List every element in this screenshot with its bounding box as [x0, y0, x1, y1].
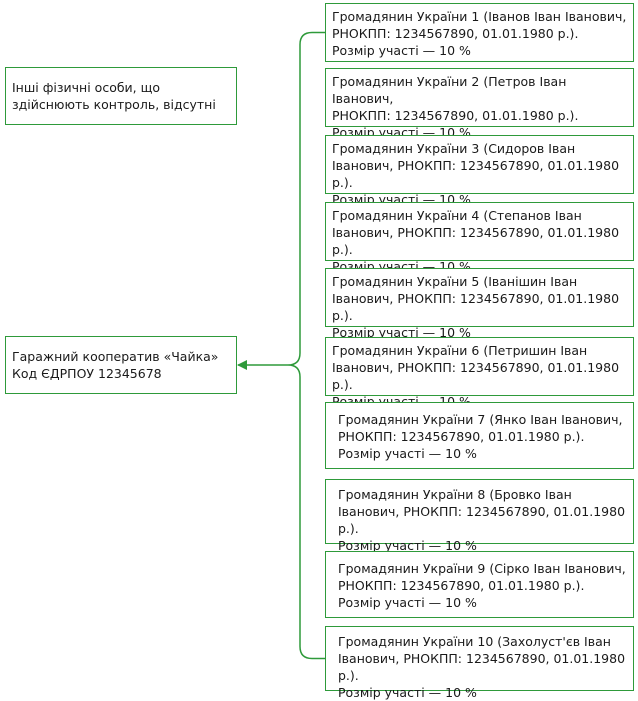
other-persons-box: Інші фізичні особи, що здійснюють контро…	[5, 67, 237, 125]
owner-box-5: Громадянин України 5 (Іванішин Іван Іван…	[325, 268, 634, 340]
cooperative-box: Гаражний кооператив «Чайка» Код ЄДРПОУ 1…	[5, 336, 237, 394]
owner-box-8: Громадянин України 8 (Бровко Іван Іванов…	[325, 479, 634, 553]
owner-box-7: Громадянин України 7 (Янко Іван Іванович…	[325, 402, 634, 469]
owner-box-10: Громадянин України 10 (Захолуст'єв Іван …	[325, 626, 634, 700]
owner-box-1: Громадянин України 1 (Іванов Іван Іванов…	[325, 3, 634, 62]
owner-box-2: Громадянин України 2 (Петров Іван Іванов…	[325, 68, 634, 140]
owner-box-4: Громадянин України 4 (Степанов Іван Іван…	[325, 202, 634, 274]
owner-box-6: Громадянин України 6 (Петришин Іван Іван…	[325, 337, 634, 409]
owner-box-9: Громадянин України 9 (Сірко Іван Іванови…	[325, 551, 634, 618]
owners-bracket	[287, 31, 325, 660]
owner-box-3: Громадянин України 3 (Сидоров Іван Івано…	[325, 135, 634, 207]
